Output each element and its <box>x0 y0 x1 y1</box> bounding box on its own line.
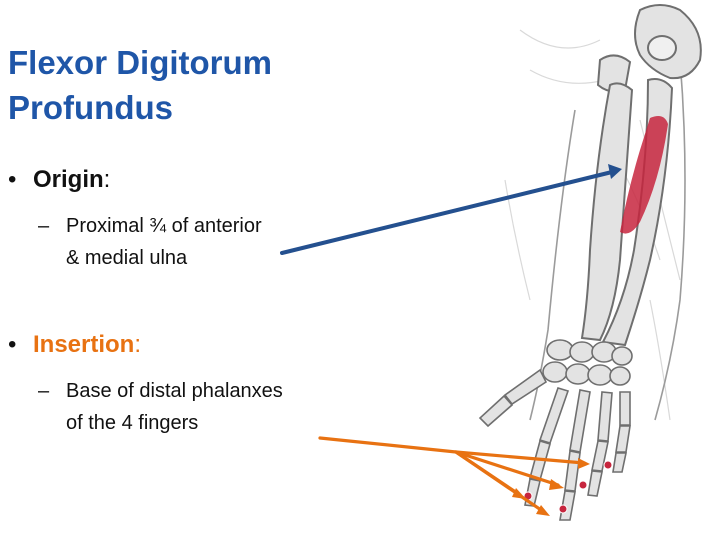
origin-detail: –Proximal ¾ of anterior & medial ulna <box>38 210 368 274</box>
bullet-marker: • <box>8 331 17 358</box>
title-line-1: Flexor Digitorum <box>8 44 273 81</box>
title-line-2: Profundus <box>8 89 173 126</box>
origin-label: Origin <box>33 166 104 193</box>
insertion-detail: –Base of distal phalanxes of the 4 finge… <box>38 375 368 439</box>
carpal-bones <box>542 339 633 386</box>
muscle-origin-highlight <box>620 116 668 234</box>
bullet-marker: • <box>8 166 17 193</box>
dash-marker: – <box>38 380 50 402</box>
insertion-arrows <box>318 436 590 516</box>
insertion-colon: : <box>134 331 142 358</box>
elbow-bones <box>596 4 702 93</box>
insertion-label: Insertion <box>33 331 135 358</box>
origin-colon: : <box>103 166 111 193</box>
insertion-detail-line-2: of the 4 fingers <box>66 412 199 434</box>
origin-bullet: • Origin: <box>8 166 110 194</box>
origin-detail-line-1: Proximal ¾ of anterior <box>66 215 262 237</box>
origin-detail-line-2: & medial ulna <box>66 247 188 269</box>
dash-marker: – <box>38 215 50 237</box>
origin-arrow <box>280 164 622 255</box>
insertion-points <box>523 460 613 514</box>
slide-title: Flexor Digitorum Profundus <box>8 40 338 130</box>
hand-bones <box>478 368 631 521</box>
insertion-detail-line-1: Base of distal phalanxes <box>66 380 283 402</box>
ulna <box>580 82 634 342</box>
insertion-bullet: • Insertion: <box>8 331 141 359</box>
